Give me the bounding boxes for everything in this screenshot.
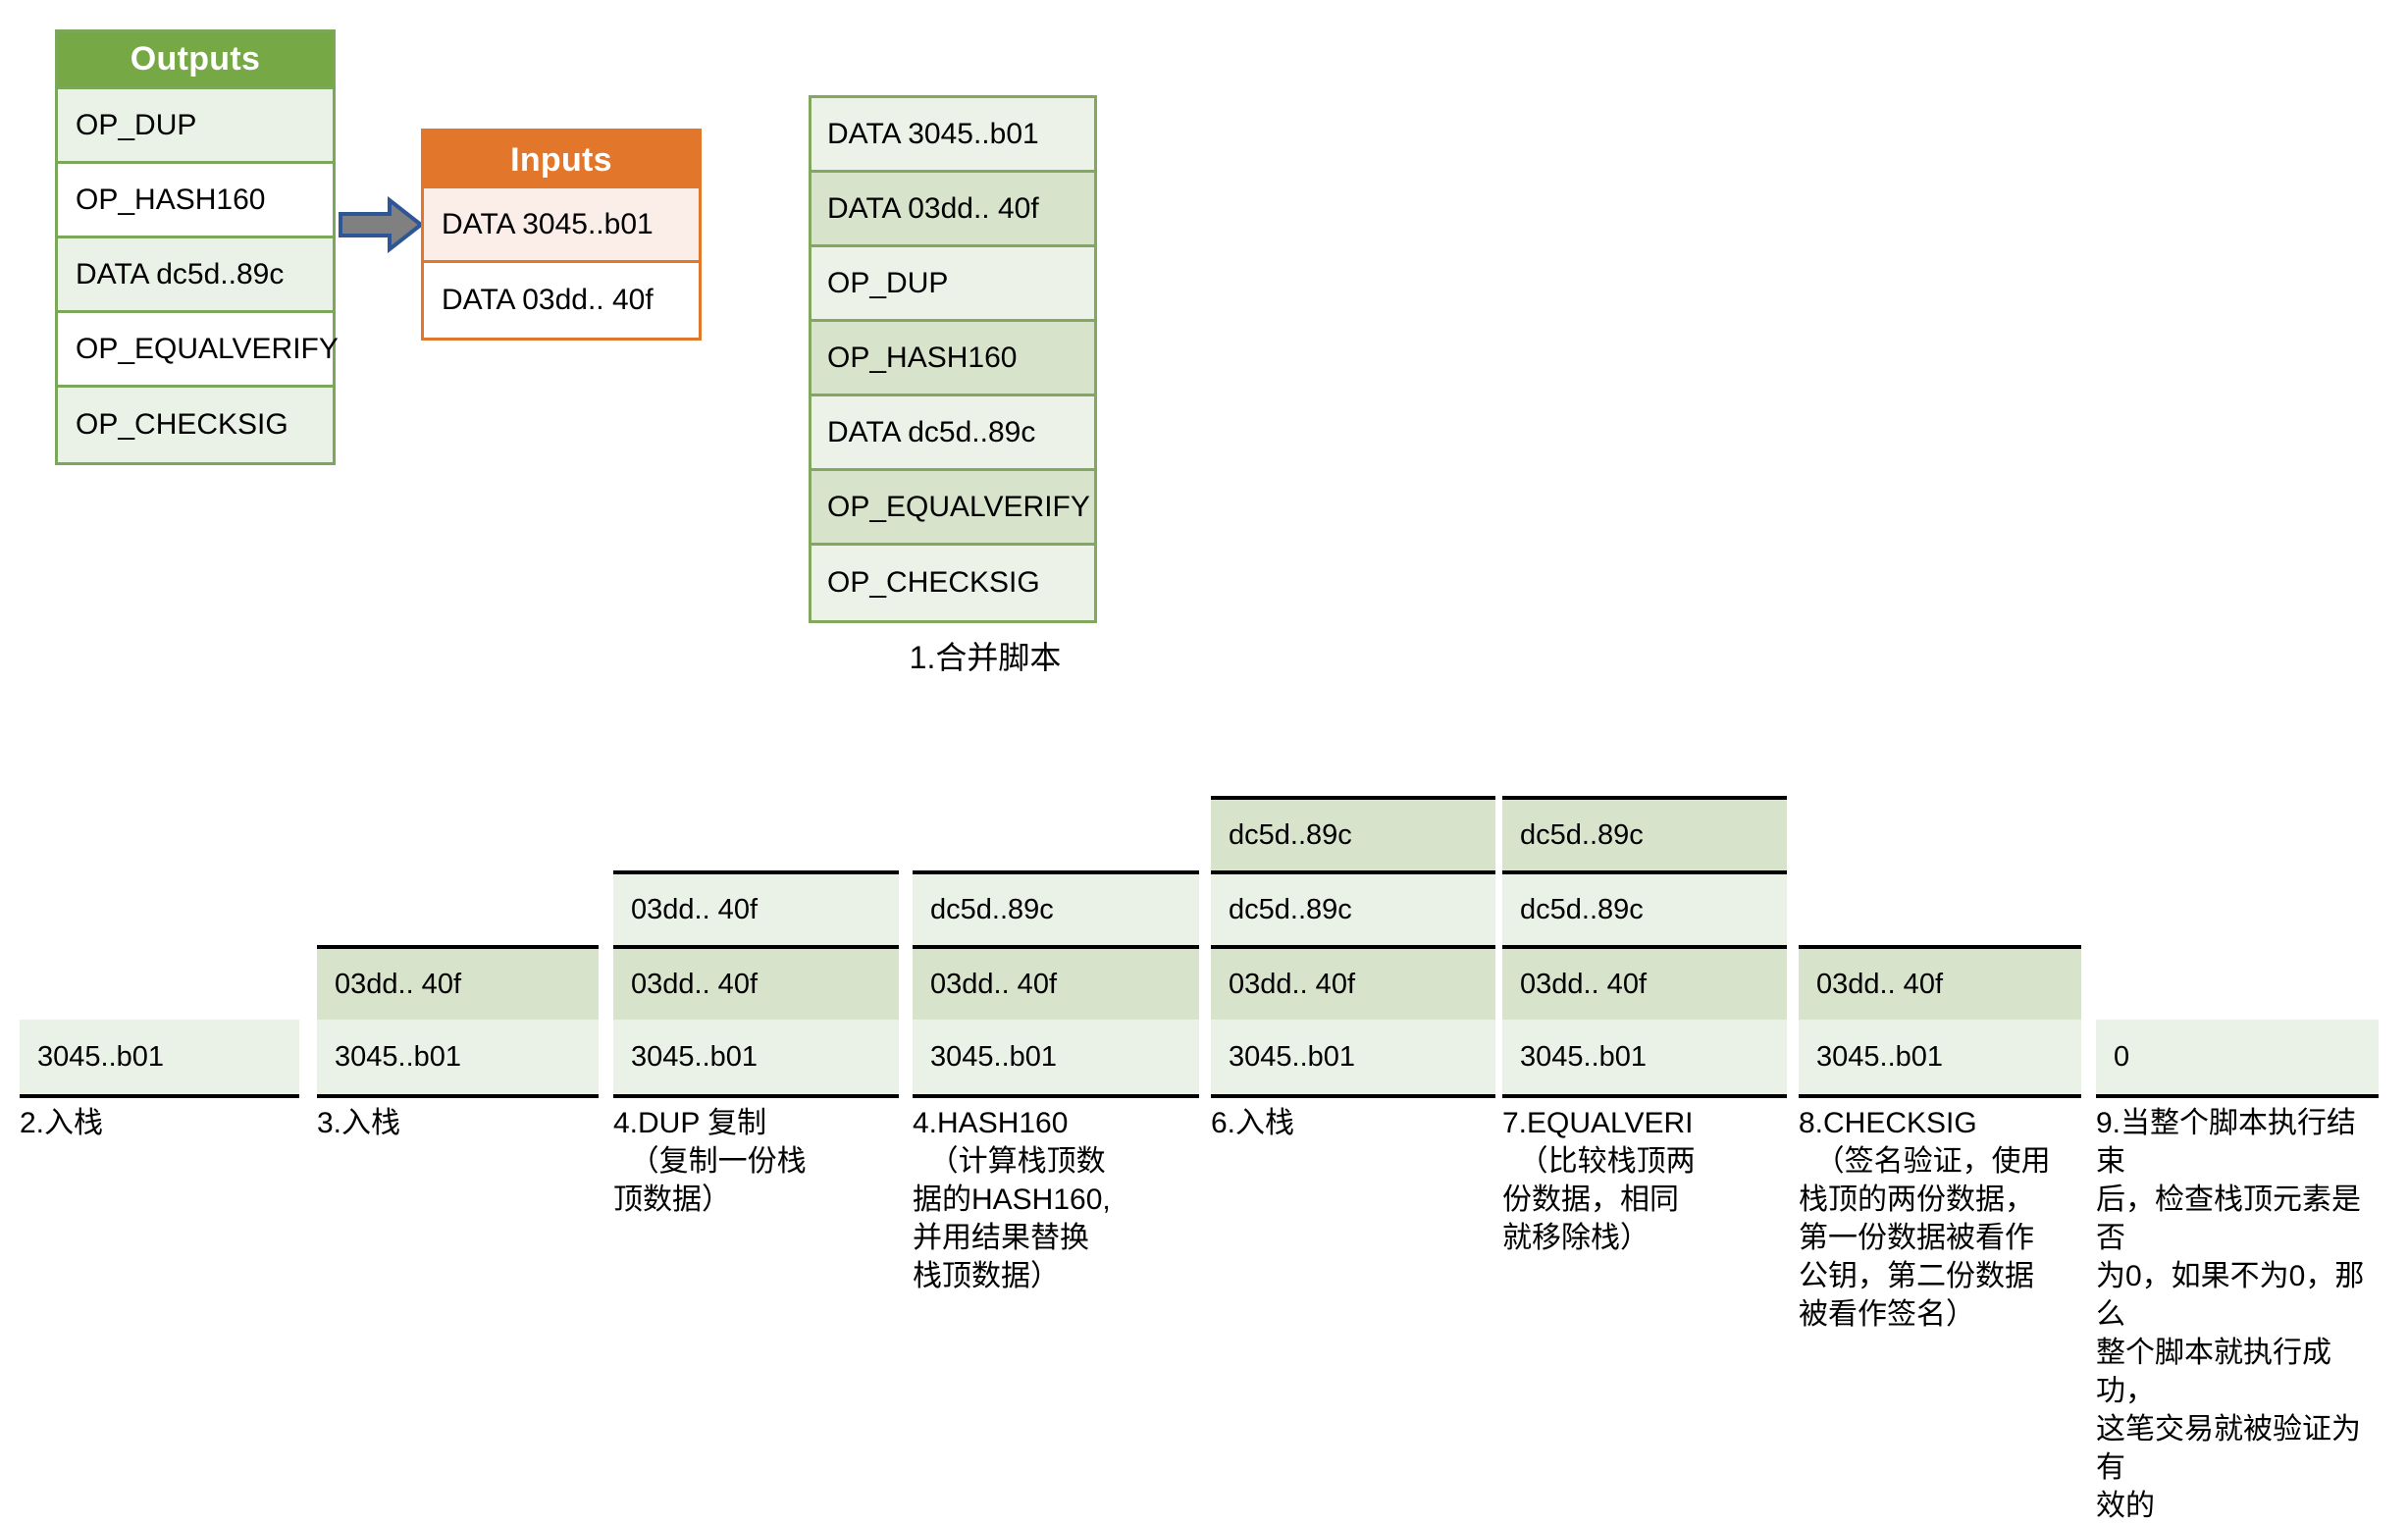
merged-row-5: OP_EQUALVERIFY — [811, 471, 1094, 546]
outputs-row-op-checksig: OP_CHECKSIG — [58, 388, 333, 462]
stack-cell: 3045..b01 — [1502, 1020, 1787, 1094]
stack-cell: 3045..b01 — [613, 1020, 899, 1094]
merged-row-1: DATA 03dd.. 40f — [811, 173, 1094, 247]
stack-cell: dc5d..89c — [1211, 870, 1495, 945]
stack-caption-step8: 8.CHECKSIG （签名验证，使用 栈顶的两份数据， 第一份数据被看作 公钥… — [1799, 1107, 2051, 1331]
merged-script-table: DATA 3045..b01 DATA 03dd.. 40f OP_DUP OP… — [809, 95, 1097, 623]
inputs-table: Inputs DATA 3045..b01 DATA 03dd.. 40f — [421, 129, 702, 341]
inputs-row-data-3045: DATA 3045..b01 — [424, 188, 699, 263]
stack-caption-step2: 2.入栈 — [20, 1107, 104, 1139]
stack-cell: 03dd.. 40f — [1799, 945, 2081, 1020]
merged-row-3: OP_HASH160 — [811, 322, 1094, 396]
outputs-row-data-dc5d: DATA dc5d..89c — [58, 238, 333, 313]
merged-row-6: OP_CHECKSIG — [811, 546, 1094, 620]
stack-cell: 03dd.. 40f — [317, 945, 599, 1020]
stack-baseline — [20, 1094, 299, 1098]
stack-cell: 3045..b01 — [317, 1020, 599, 1094]
stack-cell: 03dd.. 40f — [613, 945, 899, 1020]
stack-caption-step9: 9.当整个脚本执行结束 后，检查栈顶元素是否 为0，如果不为0，那么 整个脚本就… — [2096, 1107, 2365, 1522]
merged-script-caption: 1.合并脚本 — [909, 640, 1062, 675]
stack-step9: 0 — [2096, 1020, 2379, 1094]
merged-row-2: OP_DUP — [811, 247, 1094, 322]
stack-baseline — [913, 1094, 1199, 1098]
stack-column-step9: 0 9.当整个脚本执行结束 后，检查栈顶元素是否 为0，如果不为0，那么 整个脚本… — [2096, 746, 2379, 1522]
outputs-table-header: Outputs — [58, 32, 333, 89]
outputs-table: Outputs OP_DUP OP_HASH160 DATA dc5d..89c… — [55, 29, 339, 465]
stack-cell: dc5d..89c — [1502, 870, 1787, 945]
stack-caption-step7: 7.EQUALVERI （比较栈顶两 份数据，相同 就移除栈） — [1502, 1107, 1696, 1254]
stack-baseline — [613, 1094, 899, 1098]
stack-cell: dc5d..89c — [1502, 796, 1787, 870]
stack-caption-step3: 3.入栈 — [317, 1107, 401, 1139]
right-arrow-icon — [339, 195, 425, 254]
stack-cell: 3045..b01 — [1211, 1020, 1495, 1094]
outputs-row-op-dup: OP_DUP — [58, 89, 333, 164]
stack-cell: 03dd.. 40f — [613, 870, 899, 945]
stack-cell: 3045..b01 — [20, 1020, 299, 1094]
stack-cell: 03dd.. 40f — [1211, 945, 1495, 1020]
stack-baseline — [317, 1094, 599, 1098]
outputs-row-op-equalverify: OP_EQUALVERIFY — [58, 313, 339, 388]
outputs-row-op-hash160: OP_HASH160 — [58, 164, 333, 238]
stack-cell: 03dd.. 40f — [913, 945, 1199, 1020]
stack-step2: 3045..b01 — [20, 1020, 299, 1094]
stack-baseline — [1211, 1094, 1495, 1098]
stack-caption-step4hash: 4.HASH160 （计算栈顶数 据的HASH160, 并用结果替换 栈顶数据） — [913, 1107, 1111, 1292]
merged-row-0: DATA 3045..b01 — [811, 98, 1094, 173]
stack-caption-step4dup: 4.DUP 复制 （复制一份栈 顶数据） — [613, 1107, 807, 1216]
stack-caption-step6: 6.入栈 — [1211, 1107, 1295, 1139]
stack-baseline — [2096, 1094, 2379, 1098]
inputs-table-header: Inputs — [424, 131, 699, 188]
stack-cell: 3045..b01 — [1799, 1020, 2081, 1094]
merged-row-4: DATA dc5d..89c — [811, 396, 1094, 471]
stack-cell: dc5d..89c — [913, 870, 1199, 945]
stack-cell: 3045..b01 — [913, 1020, 1199, 1094]
stack-column-step2: 3045..b01 2.入栈 — [20, 746, 299, 1354]
stack-cell: 03dd.. 40f — [1502, 945, 1787, 1020]
stack-baseline — [1502, 1094, 1787, 1098]
stack-cell: 0 — [2096, 1020, 2379, 1094]
inputs-row-data-03dd: DATA 03dd.. 40f — [424, 263, 699, 338]
stack-baseline — [1799, 1094, 2081, 1098]
stack-cell: dc5d..89c — [1211, 796, 1495, 870]
